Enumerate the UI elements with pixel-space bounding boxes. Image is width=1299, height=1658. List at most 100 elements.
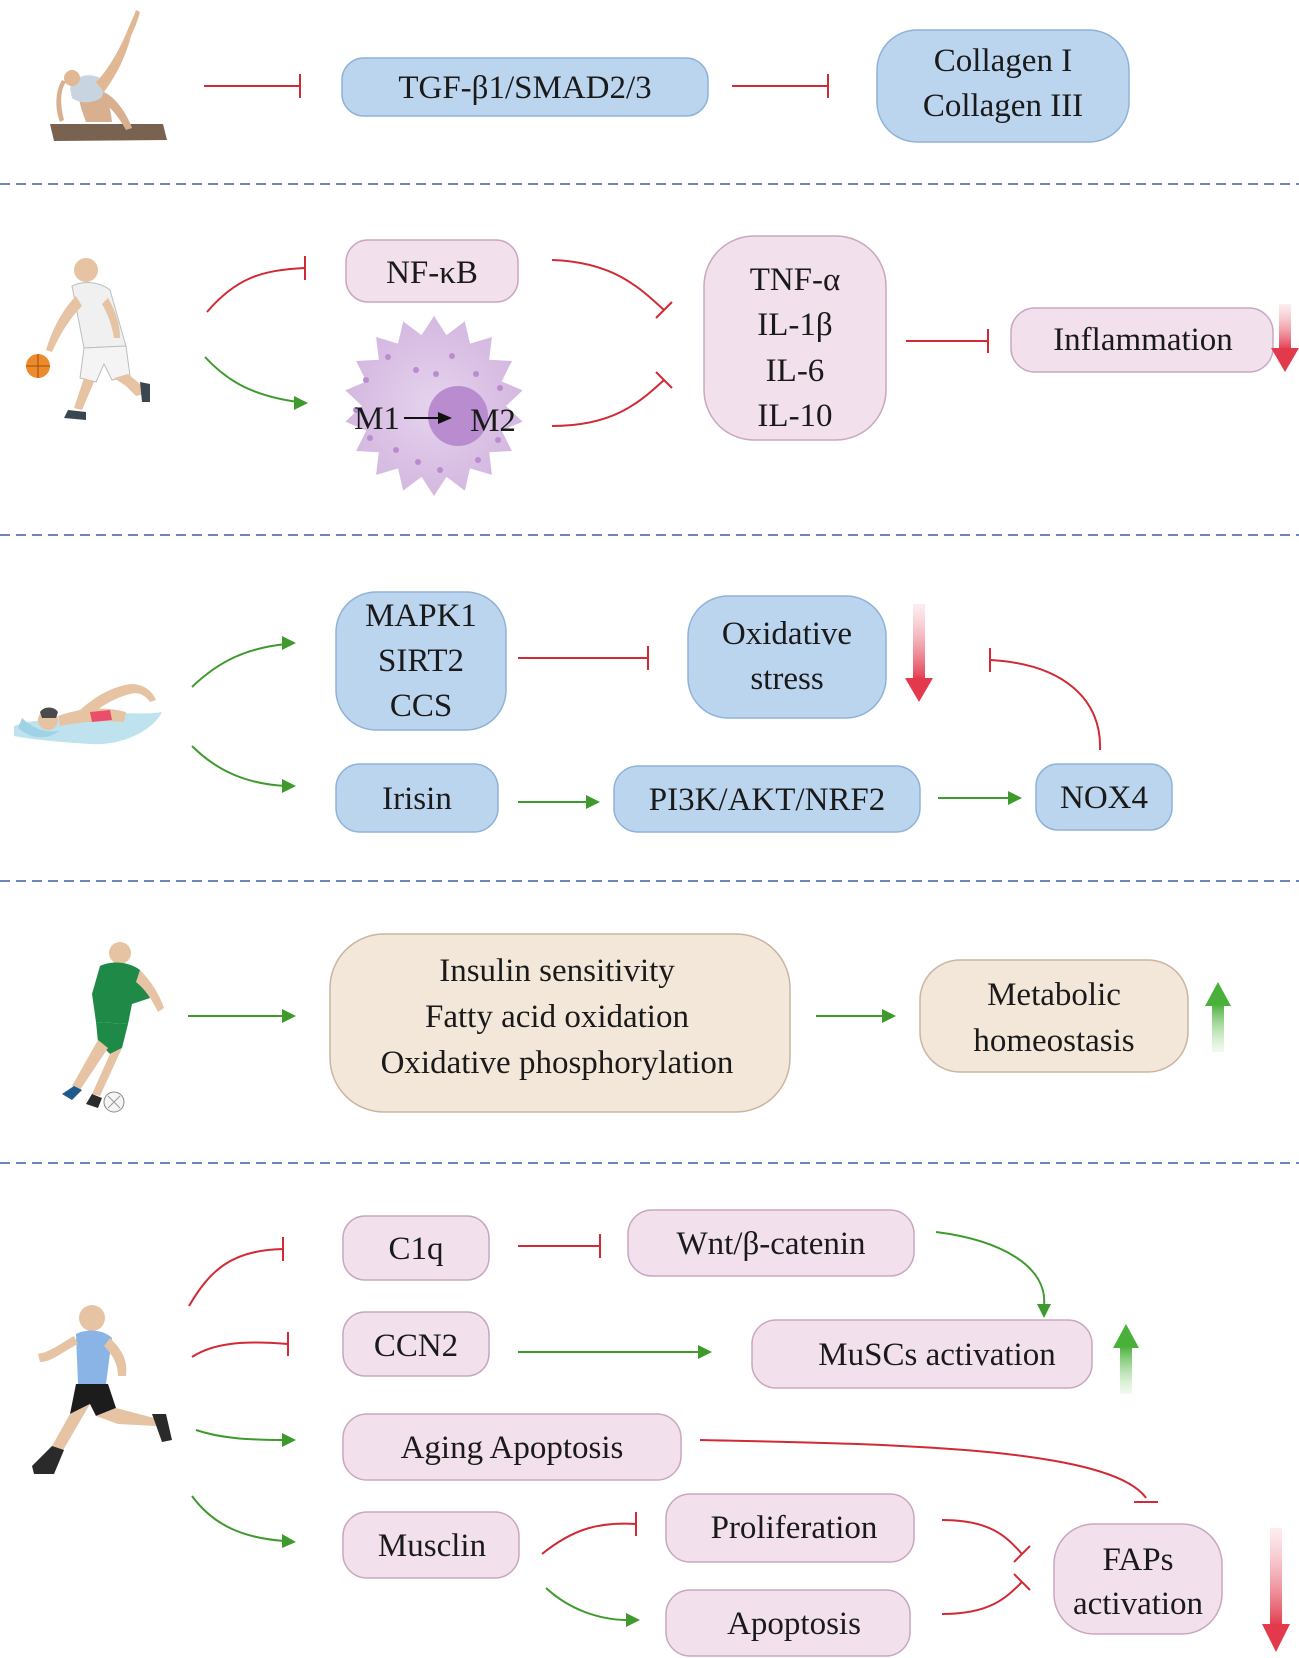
activate-irisin-to-pi3k	[518, 795, 600, 809]
m2-label: M2	[470, 403, 516, 439]
ccs-label: CCS	[390, 688, 452, 724]
inhibit-c1q-to-wnt	[518, 1234, 601, 1258]
nox4-node	[1035, 763, 1173, 831]
metabolism-node	[329, 933, 791, 1113]
inhibit-tgf-to-collagen	[732, 74, 829, 98]
runner-icon	[32, 1305, 172, 1474]
proliferation-node	[665, 1493, 915, 1563]
inhibit-exercise-to-tgf	[204, 74, 301, 98]
inhibit-exercise-to-c1q	[188, 1237, 284, 1307]
activate-wnt-to-muscs	[935, 1231, 1051, 1318]
macrophage-cell: M1 M2	[345, 316, 523, 496]
soccer-player-icon	[62, 942, 164, 1113]
decrease-arrow-faps	[1262, 1528, 1290, 1652]
mapk1-label: MAPK1	[365, 598, 477, 634]
activate-musclin-to-apoptosis	[545, 1587, 640, 1627]
inhibit-proliferation-to-faps	[941, 1519, 1031, 1563]
inhibit-m2-to-cytokines	[551, 371, 673, 427]
inhibit-musclin-to-proliferation	[541, 1512, 637, 1555]
inhibit-exercise-to-ccn2	[191, 1332, 289, 1358]
faps-activation-node	[1053, 1523, 1223, 1635]
nfkb-node	[345, 239, 519, 303]
panel-fibrosis: TGF-β1/SMAD2/3 Collagen I Collagen III	[50, 10, 1130, 143]
muscs-label: MuSCs activation	[818, 1337, 1055, 1373]
panel-inflammation: NF-κB M1 M2 TNF-α IL-1β	[26, 235, 1299, 496]
activate-exercise-to-metabolism	[188, 1009, 296, 1023]
activation-label: activation	[1073, 1586, 1203, 1622]
activate-metabolism-to-homeostasis	[816, 1009, 896, 1023]
homeostasis-node	[919, 959, 1189, 1073]
c1q-label: C1q	[388, 1231, 443, 1267]
inhibit-aging-to-faps	[699, 1439, 1158, 1503]
sirt2-label: SIRT2	[378, 643, 464, 679]
stress-label: stress	[750, 661, 823, 697]
tgf-node	[341, 57, 709, 117]
aging-label: Aging Apoptosis	[401, 1430, 624, 1466]
activate-pi3k-to-nox4	[938, 791, 1022, 805]
nfkb-label: NF-κB	[386, 255, 478, 291]
irisin-node	[335, 763, 499, 833]
cytokine-il10-label: IL-10	[757, 398, 832, 434]
panel-muscle-regeneration: C1q Wnt/β-catenin CCN2 MuSCs activation …	[32, 1209, 1290, 1657]
oxidative-label: Oxidative	[722, 616, 852, 652]
collagen-iii-label: Collagen III	[923, 88, 1083, 124]
oxidative-phosphorylation-label: Oxidative phosphorylation	[381, 1045, 734, 1081]
panel-oxidative-stress: MAPK1 SIRT2 CCS Oxidative stress Irisin …	[14, 591, 1173, 833]
wnt-beta-catenin-node	[627, 1209, 915, 1277]
swimmer-icon	[14, 684, 162, 745]
activate-exercise-to-mapk1	[191, 636, 296, 688]
apoptosis-label: Apoptosis	[727, 1606, 861, 1642]
cytokine-il6-label: IL-6	[766, 353, 825, 389]
macrophage-granules	[353, 353, 503, 473]
increase-arrow-homeostasis	[1205, 982, 1231, 1052]
pi3k-akt-nrf2-node	[613, 765, 921, 833]
cytokine-il1b-label: IL-1β	[757, 307, 832, 343]
gymnast-icon	[50, 10, 167, 141]
inhibit-exercise-to-nfkb	[206, 256, 306, 313]
insulin-sensitivity-label: Insulin sensitivity	[439, 953, 675, 989]
collagen-node	[876, 29, 1130, 143]
cytokine-tnf-label: TNF-α	[750, 262, 841, 298]
activate-exercise-to-macrophage	[204, 356, 308, 410]
activate-exercise-to-musclin	[191, 1495, 296, 1548]
wnt-label: Wnt/β-catenin	[676, 1226, 865, 1262]
inflammation-label: Inflammation	[1053, 322, 1233, 358]
fatty-acid-oxidation-label: Fatty acid oxidation	[425, 999, 689, 1035]
tgf-label: TGF-β1/SMAD2/3	[398, 70, 651, 106]
activate-exercise-to-irisin	[191, 745, 296, 793]
inhibit-nox4-to-oxidative-stress	[989, 648, 1102, 751]
inhibit-cytokines-to-inflammation	[906, 329, 989, 353]
panel-metabolism: Insulin sensitivity Fatty acid oxidation…	[62, 933, 1231, 1113]
inhibit-mapk1-to-oxidative-stress	[518, 646, 649, 670]
section-dividers	[0, 183, 1299, 1164]
oxidative-stress-node	[687, 595, 887, 719]
m1-label: M1	[354, 401, 400, 437]
homeostasis-label: homeostasis	[973, 1023, 1134, 1059]
nox4-label: NOX4	[1060, 780, 1148, 816]
inhibit-nfkb-to-cytokines	[551, 259, 673, 319]
apoptosis-node	[665, 1589, 911, 1657]
decrease-arrow-inflammation	[1271, 304, 1299, 372]
irisin-label: Irisin	[382, 781, 452, 817]
ccn2-label: CCN2	[374, 1328, 458, 1364]
aging-apoptosis-node	[342, 1413, 682, 1481]
pi3k-label: PI3K/AKT/NRF2	[649, 782, 886, 818]
muscs-activation-node	[751, 1319, 1093, 1389]
faps-label: FAPs	[1103, 1542, 1174, 1578]
musclin-node	[342, 1511, 520, 1579]
activate-ccn2-to-muscs	[518, 1345, 712, 1359]
collagen-i-label: Collagen I	[934, 43, 1072, 79]
cytokines-node	[703, 235, 887, 441]
musclin-label: Musclin	[378, 1528, 486, 1564]
increase-arrow-muscs	[1113, 1324, 1139, 1394]
basketball-player-icon	[26, 258, 150, 420]
decrease-arrow-oxidative-stress	[905, 604, 933, 702]
inhibit-apoptosis-to-faps	[941, 1573, 1031, 1615]
inflammation-node	[1010, 307, 1274, 373]
c1q-node	[342, 1215, 490, 1281]
ccn2-node	[342, 1311, 490, 1377]
proliferation-label: Proliferation	[711, 1510, 878, 1546]
mapk1-sirt2-ccs-node	[335, 591, 507, 731]
activate-exercise-to-aging	[195, 1429, 296, 1447]
